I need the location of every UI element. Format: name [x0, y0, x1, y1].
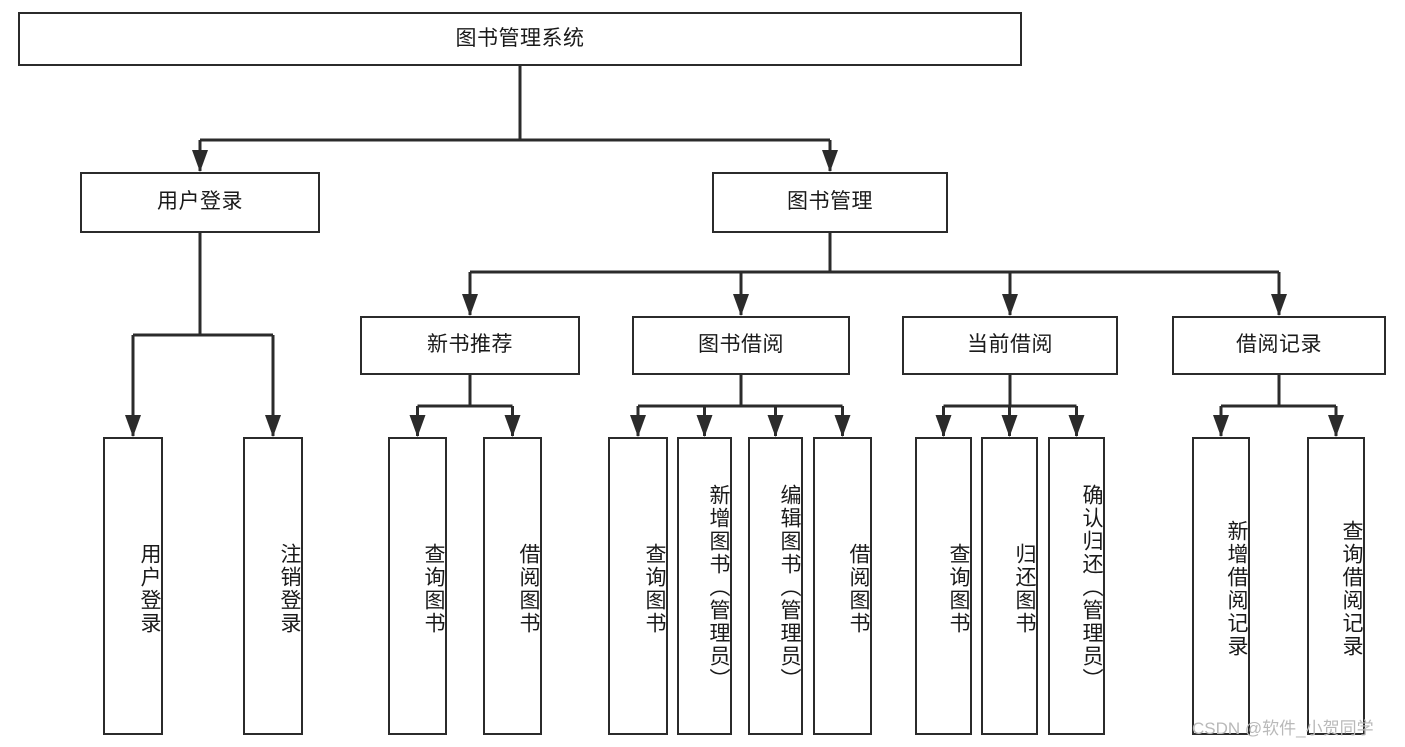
edge-bookmanage-bus-arrow-current-borrow [1002, 294, 1018, 316]
edge-bookmanage-bus-arrow-borrow-record [1271, 294, 1287, 316]
edge-bookmanage-bus-arrow-new-book-recommend [462, 294, 478, 316]
edge-currentborrow-bus-arrow-leaf-query-book-3 [935, 415, 952, 437]
node-leaf-confirm-return[interactable]: 确认归还（管理员） [1048, 437, 1105, 735]
node-user-login[interactable]: 用户登录 [80, 172, 320, 233]
node-leaf-query-book-3[interactable]: 查询图书 [915, 437, 972, 735]
node-leaf-borrow-book-2[interactable]: 借阅图书 [813, 437, 872, 735]
node-borrow-record[interactable]: 借阅记录 [1172, 316, 1386, 375]
node-label-leaf-query-book-2: 查询图书 [643, 543, 666, 635]
node-label-user-login: 用户登录 [157, 190, 243, 214]
edge-bookmanage-bus-arrow-book-borrow [733, 294, 749, 316]
edge-bookborrow-bus-arrow-leaf-query-book-2 [630, 415, 646, 437]
edge-userlogin-bus-arrow-leaf-user-logout [265, 415, 281, 437]
edge-newbook-bus-arrow-leaf-query-book-1 [409, 415, 426, 437]
edge-bookborrow-bus-arrow-leaf-borrow-book-2 [834, 415, 851, 437]
edge-currentborrow-bus-arrow-leaf-return-book [1001, 415, 1018, 437]
node-label-leaf-query-book-3: 查询图书 [947, 543, 970, 635]
node-leaf-add-book[interactable]: 新增图书（管理员） [677, 437, 732, 735]
node-leaf-query-borrow-record[interactable]: 查询借阅记录 [1307, 437, 1365, 735]
node-label-leaf-add-borrow-record: 新增借阅记录 [1225, 520, 1248, 658]
edge-userlogin-bus-arrow-leaf-user-login [125, 415, 141, 437]
node-label-new-book-recommend: 新书推荐 [427, 333, 513, 357]
node-leaf-edit-book[interactable]: 编辑图书（管理员） [748, 437, 803, 735]
node-label-leaf-confirm-return: 确认归还（管理员） [1080, 484, 1103, 691]
edge-bookborrow-bus-arrow-leaf-edit-book [767, 415, 784, 437]
node-label-leaf-return-book: 归还图书 [1013, 543, 1036, 635]
node-leaf-return-book[interactable]: 归还图书 [981, 437, 1038, 735]
node-label-leaf-query-book-1: 查询图书 [422, 543, 445, 635]
node-label-leaf-add-book: 新增图书（管理员） [707, 484, 730, 691]
node-label-leaf-borrow-book-2: 借阅图书 [847, 543, 870, 635]
node-leaf-query-book-1[interactable]: 查询图书 [388, 437, 447, 735]
node-book-borrow[interactable]: 图书借阅 [632, 316, 850, 375]
node-label-current-borrow: 当前借阅 [967, 333, 1053, 357]
edge-root-bus-arrow-user-login [192, 150, 208, 172]
node-label-leaf-user-login: 用户登录 [138, 543, 161, 635]
edge-currentborrow-bus-arrow-leaf-confirm-return [1068, 415, 1085, 437]
node-label-leaf-edit-book: 编辑图书（管理员） [778, 484, 801, 691]
node-label-leaf-query-borrow-record: 查询借阅记录 [1340, 520, 1363, 658]
node-current-borrow[interactable]: 当前借阅 [902, 316, 1118, 375]
edge-root-bus-arrow-book-manage [822, 150, 838, 172]
node-label-leaf-borrow-book-1: 借阅图书 [517, 543, 540, 635]
node-label-book-borrow: 图书借阅 [698, 333, 784, 357]
node-label-book-manage: 图书管理 [787, 190, 873, 214]
node-label-leaf-user-logout: 注销登录 [278, 543, 301, 635]
node-leaf-borrow-book-1[interactable]: 借阅图书 [483, 437, 542, 735]
node-leaf-query-book-2[interactable]: 查询图书 [608, 437, 668, 735]
node-label-root: 图书管理系统 [455, 26, 585, 50]
node-book-manage[interactable]: 图书管理 [712, 172, 948, 233]
edge-newbook-bus-arrow-leaf-borrow-book-1 [504, 415, 521, 437]
node-leaf-user-login[interactable]: 用户登录 [103, 437, 163, 735]
node-leaf-add-borrow-record[interactable]: 新增借阅记录 [1192, 437, 1250, 735]
csdn-watermark: CSDN @软件_小贺同学 [1192, 719, 1374, 738]
node-new-book-recommend[interactable]: 新书推荐 [360, 316, 580, 375]
node-leaf-user-logout[interactable]: 注销登录 [243, 437, 303, 735]
edge-borrowrecord-bus-arrow-leaf-add-borrow-record [1213, 415, 1229, 437]
node-root[interactable]: 图书管理系统 [18, 12, 1022, 66]
edge-borrowrecord-bus-arrow-leaf-query-borrow-record [1328, 415, 1344, 437]
node-label-borrow-record: 借阅记录 [1236, 333, 1322, 357]
edge-bookborrow-bus-arrow-leaf-add-book [696, 415, 713, 437]
